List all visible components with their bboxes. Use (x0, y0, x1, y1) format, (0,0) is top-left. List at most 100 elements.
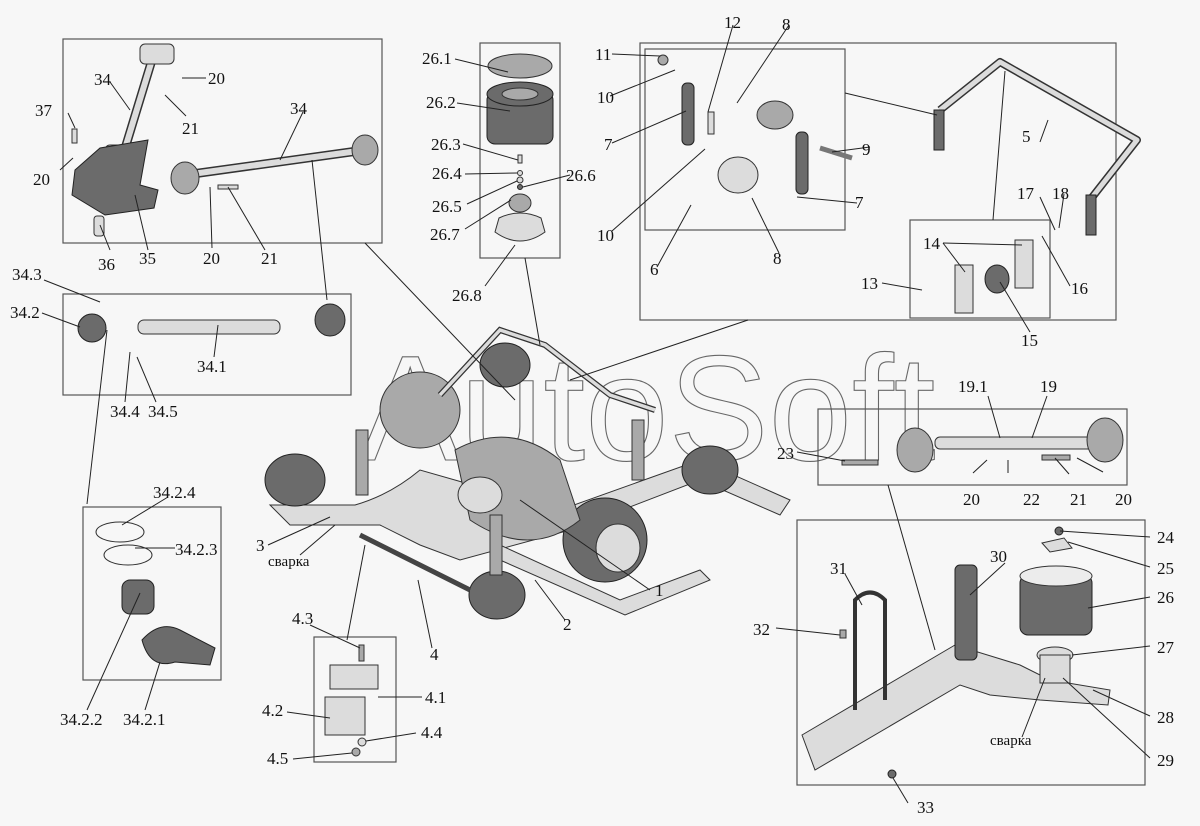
label-14: 14 (923, 234, 941, 253)
label-34-1: 34.1 (197, 357, 227, 376)
rod-bracket-plate (71, 139, 159, 216)
bolt-4-3 (358, 644, 365, 662)
rod-end-34-2 (77, 313, 107, 343)
stabilizer-bar (933, 58, 1141, 236)
nut-26-6 (517, 184, 523, 190)
nut-33 (887, 769, 897, 779)
label-34-2-1: 34.2.1 (123, 710, 166, 729)
nut-4-5 (351, 747, 361, 757)
rod-end-right (314, 303, 346, 337)
label-20-left: 20 (33, 170, 50, 189)
air-spring-26 (1019, 565, 1093, 636)
label-26-2: 26.2 (426, 93, 456, 112)
label-36: 36 (98, 255, 115, 274)
detail-box-reaction-rods (62, 38, 383, 244)
detail-box-rod-34 (62, 293, 352, 396)
weld-note-beam: сварка (990, 733, 1032, 749)
air-spring-piston (494, 212, 546, 242)
detail-box-beam (796, 519, 1146, 786)
label-20-rod19-right: 20 (1115, 490, 1132, 509)
stabilizer-bracket-6 (717, 156, 759, 194)
label-11: 11 (595, 45, 611, 64)
label-34-top: 34 (94, 70, 112, 89)
label-34-right: 34 (290, 99, 308, 118)
label-28: 28 (1157, 708, 1174, 727)
air-spring-top-plate (487, 53, 553, 79)
main-suspension-assembly (264, 326, 791, 620)
label-18: 18 (1052, 184, 1069, 203)
pin-36 (93, 215, 105, 237)
label-10-top: 10 (597, 88, 614, 107)
label-19-1: 19.1 (958, 377, 988, 396)
label-8-bottom: 8 (773, 249, 782, 268)
buffer-26-7 (508, 193, 532, 213)
washer-4-4 (357, 737, 367, 747)
clamp-14-right (1014, 239, 1034, 289)
washer-26-4 (517, 170, 523, 176)
label-7-right: 7 (855, 193, 864, 212)
label-20-rod19-left: 20 (963, 490, 980, 509)
label-33: 33 (917, 798, 934, 817)
bolt-21-rod19 (1041, 454, 1071, 461)
air-spring-bolt (517, 154, 523, 164)
label-7-left: 7 (604, 135, 613, 154)
rod-end-19-left (896, 427, 934, 473)
stabilizer-link-left (681, 82, 695, 146)
label-15: 15 (1021, 331, 1038, 350)
label-20-top: 20 (208, 69, 225, 88)
label-34-2-2: 34.2.2 (60, 710, 103, 729)
label-3: 3 (256, 536, 265, 555)
label-30: 30 (990, 547, 1007, 566)
label-5: 5 (1022, 127, 1031, 146)
label-4-3: 4.3 (292, 609, 313, 628)
label-26-3: 26.3 (431, 135, 461, 154)
detail-box-rod-19 (817, 408, 1128, 486)
stabilizer-bar-end (756, 100, 794, 130)
label-19: 19 (1040, 377, 1057, 396)
plate-4-2 (324, 696, 366, 736)
label-21-top: 21 (182, 119, 199, 138)
detail-box-stabilizer (639, 42, 1117, 321)
detail-box-air-spring (479, 42, 561, 259)
label-22: 22 (1023, 490, 1040, 509)
bushing-15 (984, 264, 1010, 294)
label-31: 31 (830, 559, 847, 578)
label-26-7: 26.7 (430, 225, 460, 244)
air-spring-bellows (486, 81, 554, 145)
detail-box-stabilizer-link (644, 48, 846, 231)
bolt-37 (71, 128, 78, 144)
washer-26-5 (516, 176, 524, 184)
label-9: 9 (862, 140, 871, 159)
rod-eye-34-2-1 (141, 626, 216, 666)
label-26-8: 26.8 (452, 286, 482, 305)
label-4-2: 4.2 (262, 701, 283, 720)
leader-lines (41, 24, 1151, 804)
detail-box-bracket-4 (313, 636, 397, 763)
beam-weldment (801, 644, 1111, 771)
label-17: 17 (1017, 184, 1035, 203)
detail-box-stabilizer-clamp (909, 219, 1051, 319)
label-25: 25 (1157, 559, 1174, 578)
label-1: 1 (655, 581, 664, 600)
bolt-23 (841, 459, 879, 466)
label-27: 27 (1157, 638, 1175, 657)
label-8-top: 8 (782, 15, 791, 34)
nut-11 (657, 54, 669, 66)
label-4: 4 (430, 645, 439, 664)
label-26-6: 26.6 (566, 166, 596, 185)
label-21-bottom: 21 (261, 249, 278, 268)
label-34-2: 34.2 (10, 303, 40, 322)
label-21-rod19: 21 (1070, 490, 1087, 509)
label-34-2-4: 34.2.4 (153, 483, 196, 502)
rod-tube-34-1 (137, 319, 281, 335)
label-13: 13 (861, 274, 878, 293)
pin-32 (839, 629, 847, 639)
rod-end-19-right (1086, 417, 1124, 463)
part-labels: 34 20 21 37 20 34 36 35 20 21 34.3 34.2 … (10, 13, 1175, 817)
label-4-1: 4.1 (425, 688, 446, 707)
label-34-5: 34.5 (148, 402, 178, 421)
label-26: 26 (1157, 588, 1174, 607)
bracket-plate-4-1 (329, 664, 379, 690)
u-bolt-31 (853, 590, 887, 710)
rod-tube-19-1 (934, 436, 1096, 450)
